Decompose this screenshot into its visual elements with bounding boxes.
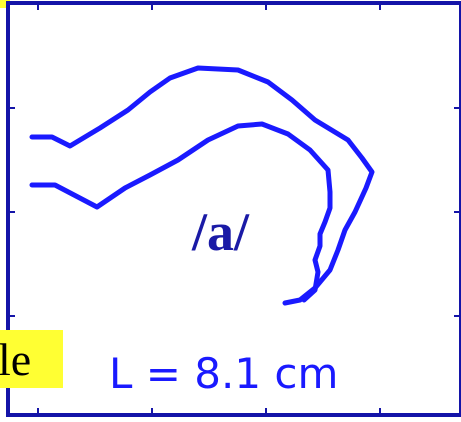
length-label: L = 8.1 cm [109,349,338,398]
vowel-label: /a/ [191,202,250,262]
vocal-tract-inner-contour [32,124,330,300]
side-label: le [0,334,31,385]
vocal-tract-outer-contour [32,68,372,303]
